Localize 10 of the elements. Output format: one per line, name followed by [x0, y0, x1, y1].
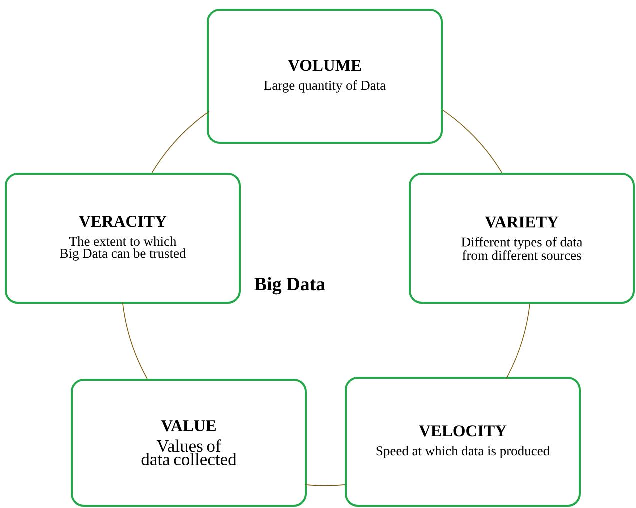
info-box: VALUE Values of data collected: [71, 379, 307, 507]
arc-connector: [442, 110, 503, 174]
info-box: VARIETY Different types of data from different sources: [409, 173, 636, 304]
info-box: VOLUME Large quantity of Data: [207, 9, 443, 144]
arc-connector: [506, 304, 530, 380]
info-box: VELOCITY Speed at which data is produced: [345, 377, 581, 507]
arc-connector: [152, 111, 210, 174]
arc-connector: [122, 302, 148, 380]
arc-connector: [305, 484, 346, 486]
info-box: VERACITY The extent to which Big Data can be trusted: [5, 173, 241, 304]
